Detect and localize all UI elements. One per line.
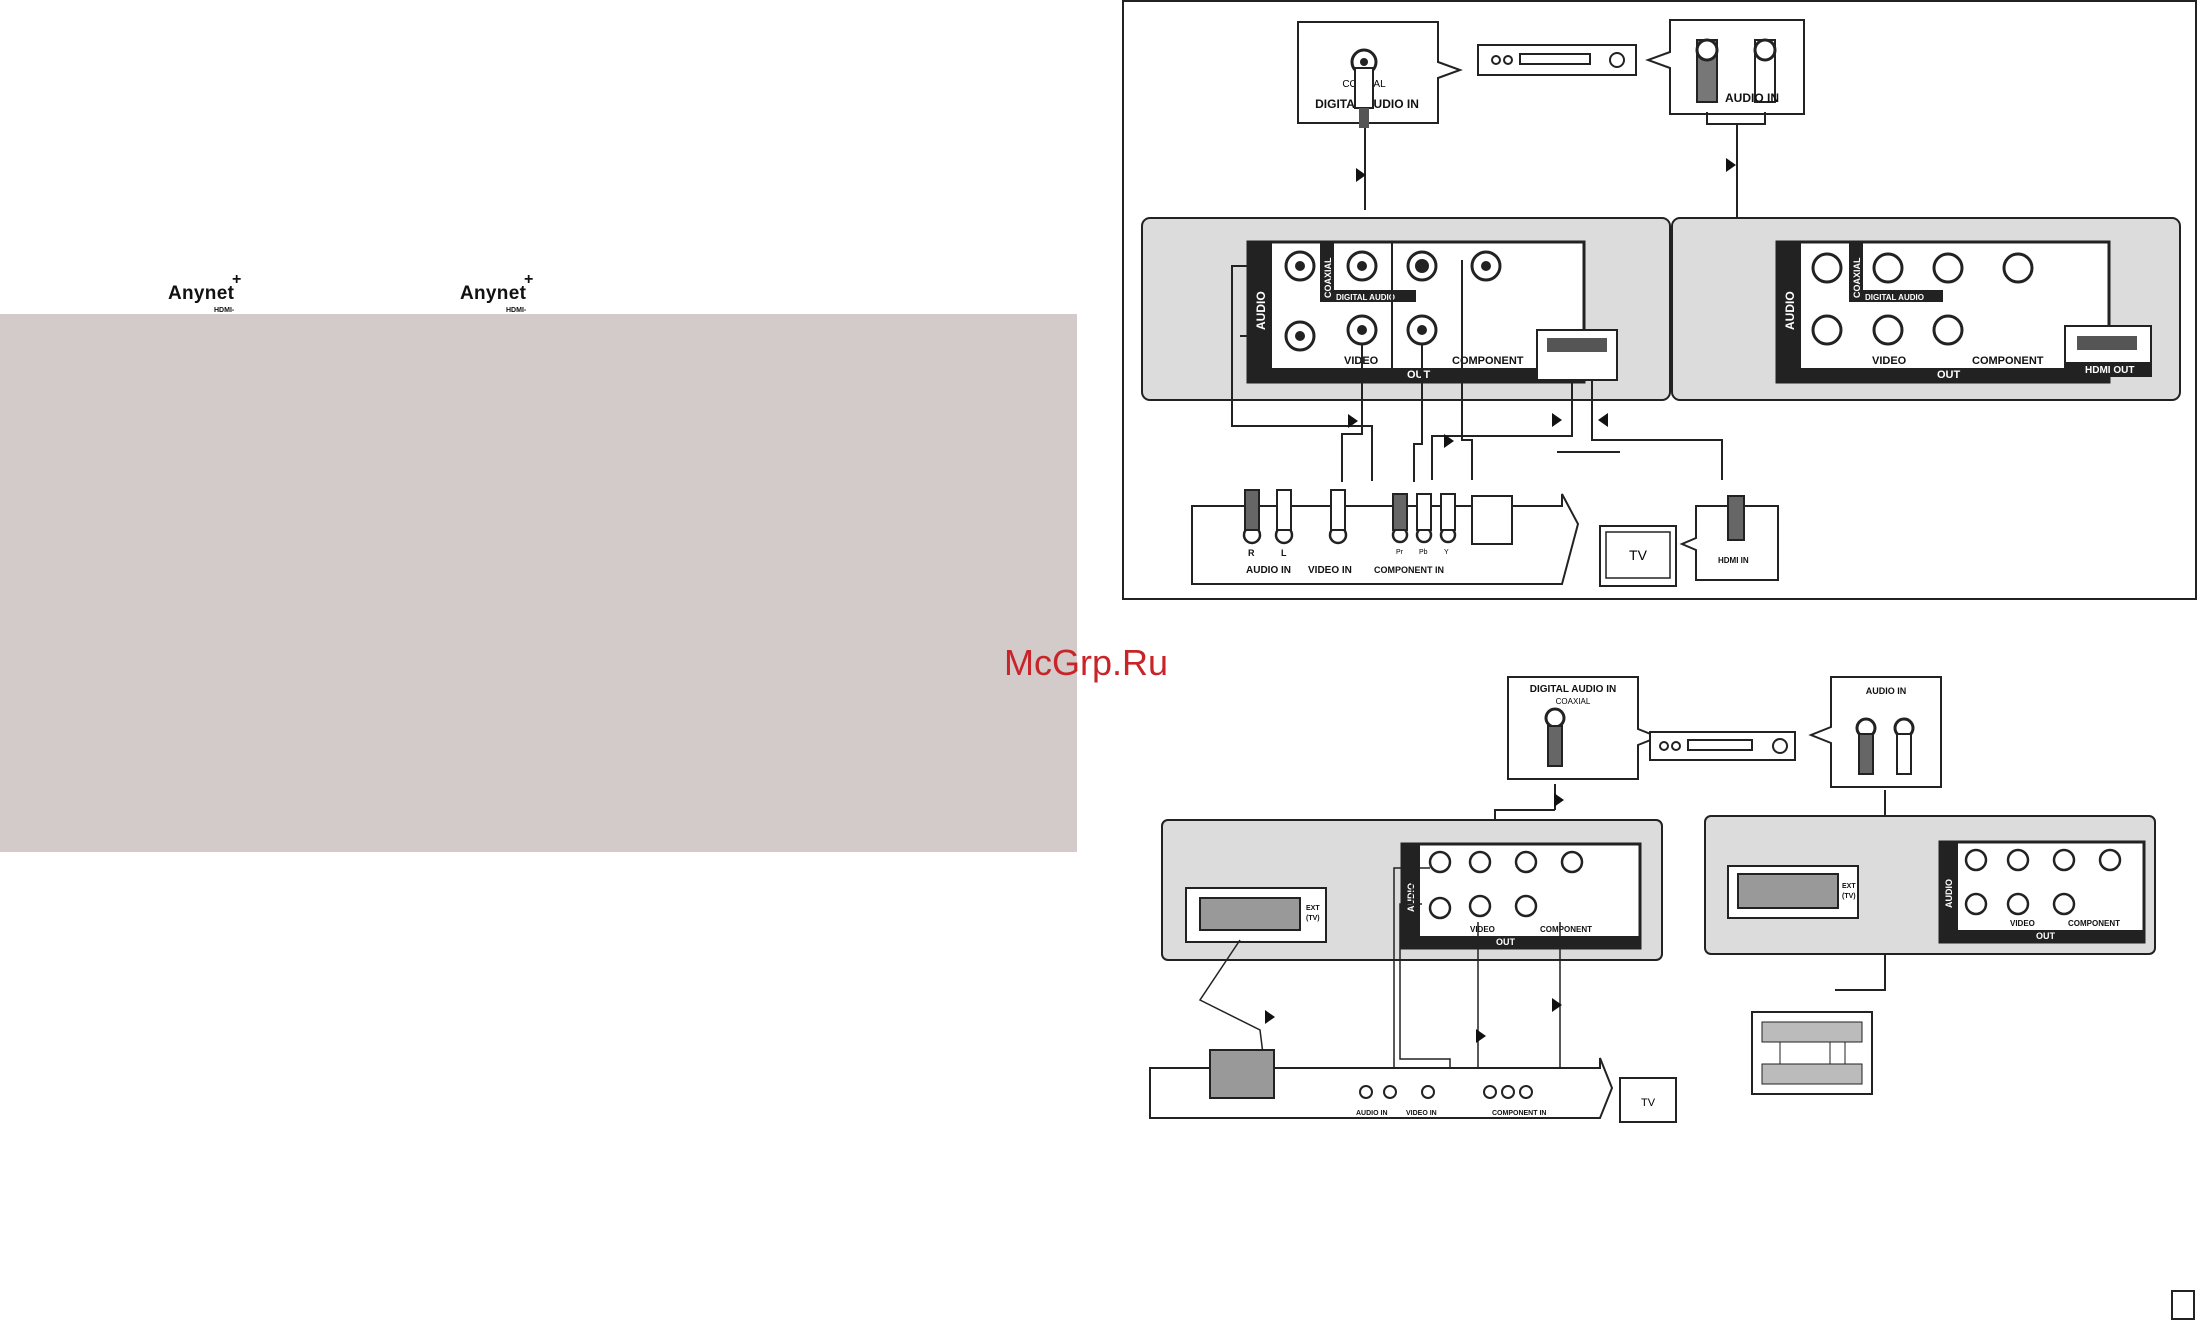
gray-note-box <box>0 314 1077 852</box>
panel-component-label: COMPONENT <box>2068 919 2120 928</box>
watermark: McGrp.Ru <box>1004 642 1169 683</box>
av-receiver-bottom <box>1649 731 1796 761</box>
page-number-box <box>2171 1290 2195 1320</box>
panel-out-label: OUT <box>1937 369 1961 381</box>
tv-input-strip: R L Pr Pb Y AUDIO IN VIDEO IN COMPONENT … <box>1191 489 1580 585</box>
arrow-icon <box>1554 793 1564 807</box>
rear-panel-right: AUDIO COAXIAL DIGITAL AUDIO OUT VIDEO CO… <box>1671 217 2181 401</box>
rear-panel-left: AUDIO COAXIAL DIGITAL AUDIO OUT VIDEO CO… <box>1141 217 1671 401</box>
panel-out-label: OUT <box>1407 369 1431 381</box>
callout-hdmi-in: HDMI IN <box>1679 495 1779 581</box>
hdmi-in-label: HDMI IN <box>1718 556 1749 565</box>
tv-input-y: Y <box>1444 549 1449 556</box>
bottom-connection-diagram: DIGITAL AUDIO IN COAXIAL AUDIO IN EXT (T… <box>1149 676 2156 1123</box>
tv-video-in-label: VIDEO IN <box>1406 1110 1437 1117</box>
tv-input-pr: Pr <box>1396 549 1404 556</box>
arrow-icon <box>1552 413 1562 427</box>
tv-icon: TV <box>1599 525 1677 587</box>
tv-input-strip-bottom: AUDIO IN VIDEO IN COMPONENT IN <box>1149 1049 1614 1119</box>
panel-video-label: VIDEO <box>2010 919 2035 928</box>
digital-audio-in-label: DIGITAL AUDIO IN <box>1530 684 1616 695</box>
av-receiver-top <box>1477 44 1637 76</box>
thumbnail-diagram <box>1751 1011 1873 1095</box>
audio-in-label: AUDIO IN <box>1866 686 1907 696</box>
anynet-logo-word: Anynet <box>168 283 235 304</box>
arrow-icon <box>1598 413 1608 427</box>
callout-digital-audio-in: COAXIAL DIGITAL AUDIO IN <box>1297 21 1463 128</box>
top-connection-diagram: COAXIAL DIGITAL AUDIO IN AUDIO IN AUDIO … <box>1122 0 2197 600</box>
arrow-icon <box>1476 1029 1486 1043</box>
arrow-icon <box>1265 1010 1275 1024</box>
panel-coaxial-label: COAXIAL <box>1323 257 1333 298</box>
anynet-logo-2: Anynet + HDMI-CEC <box>460 271 533 321</box>
panel-video-label: VIDEO <box>1470 925 1495 934</box>
panel-audio-label: AUDIO <box>1254 291 1268 330</box>
panel-audio-label: AUDIO <box>1783 291 1797 330</box>
rear-panel-right-bottom: EXT (TV) AUDIO OUT VIDEO COMPONENT <box>1704 815 2156 955</box>
arrow-icon <box>1356 168 1366 182</box>
tv-label: TV <box>1629 547 1648 563</box>
anynet-logo-1: Anynet + HDMI-CEC <box>168 271 241 321</box>
anynet-logo-word: Anynet <box>460 283 527 304</box>
coaxial-label: COAXIAL <box>1556 697 1591 706</box>
panel-component-label: COMPONENT <box>1540 925 1592 934</box>
tv-audio-in-label: AUDIO IN <box>1356 1110 1388 1117</box>
arrow-icon <box>1444 434 1454 448</box>
panel-digital-audio-label: DIGITAL AUDIO <box>1865 293 1924 302</box>
tv-audio-in-label: AUDIO IN <box>1246 565 1291 576</box>
tv-video-in-label: VIDEO IN <box>1308 565 1352 576</box>
hdmi-out-label: HDMI OUT <box>2085 365 2134 376</box>
callout-audio-in-bottom: AUDIO IN <box>1808 676 1942 788</box>
panel-video-label: VIDEO <box>1872 355 1907 367</box>
panel-component-label: COMPONENT <box>1452 355 1524 367</box>
arrow-icon <box>1348 414 1358 428</box>
tv-component-in-label: COMPONENT IN <box>1492 1110 1546 1117</box>
plus-icon: + <box>524 271 534 288</box>
tv-input-l: L <box>1281 548 1287 558</box>
panel-out-label: OUT <box>2036 931 2056 941</box>
panel-component-label: COMPONENT <box>1972 355 2044 367</box>
ext-tv-label: (TV) <box>1842 893 1856 900</box>
tv-component-in-label: COMPONENT IN <box>1374 565 1444 575</box>
tv-icon-bottom: TV <box>1619 1077 1677 1123</box>
panel-coaxial-label: COAXIAL <box>1852 257 1862 298</box>
ext-tv-label: (TV) <box>1306 915 1320 922</box>
tv-input-pb: Pb <box>1419 549 1428 556</box>
callout-audio-in: AUDIO IN <box>1645 19 1805 125</box>
audio-in-label: AUDIO IN <box>1725 91 1779 105</box>
arrow-icon <box>1552 998 1562 1012</box>
ext-label: EXT <box>1306 905 1320 912</box>
panel-out-label: OUT <box>1496 937 1516 947</box>
arrow-icon <box>1726 158 1736 172</box>
tv-input-r: R <box>1248 548 1255 558</box>
ext-label: EXT <box>1842 883 1856 890</box>
plus-icon: + <box>232 271 242 288</box>
tv-label: TV <box>1641 1097 1656 1109</box>
panel-audio-label: AUDIO <box>1406 883 1416 912</box>
callout-digital-audio-in-bottom: DIGITAL AUDIO IN COAXIAL <box>1507 676 1661 780</box>
panel-digital-audio-label: DIGITAL AUDIO <box>1336 293 1395 302</box>
panel-audio-label: AUDIO <box>1944 879 1954 908</box>
